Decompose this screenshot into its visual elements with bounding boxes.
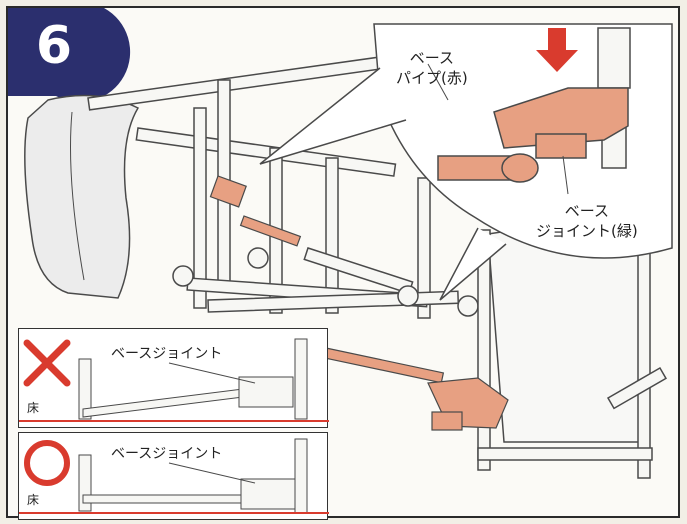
inset-incorrect-drawing <box>19 338 329 422</box>
cross-mark <box>23 339 71 387</box>
pipe-frame <box>87 55 479 319</box>
base-pipe-label: ベース パイプ(赤) <box>396 49 468 87</box>
back-cloth <box>487 228 645 443</box>
zoomed-base-joint <box>437 27 631 183</box>
inset-correct-drawing <box>19 438 329 514</box>
down-arrow <box>536 28 578 72</box>
inset-incorrect: ベースジョイント 床 <box>18 328 329 428</box>
inset-incorrect-floor-label: 床 <box>27 401 40 415</box>
circle-mark <box>24 440 70 486</box>
base-pipe-red <box>209 175 509 431</box>
assembly-illustration <box>8 8 673 479</box>
inset-correct: ベースジョイント 床 <box>18 432 329 520</box>
inset-correct-floor-label: 床 <box>27 493 40 507</box>
inset-correct-title: ベースジョイント <box>111 446 223 462</box>
instruction-panel: 6 ベース パイプ(赤) ベース ジョイント(緑) ベースジョイント 床 <box>6 6 680 520</box>
base-joint-label: ベース ジョイント(緑) <box>536 202 638 240</box>
inset-incorrect-title: ベースジョイント <box>111 346 223 362</box>
step-number: 6 <box>35 16 73 76</box>
step-badge-shape <box>8 8 131 103</box>
